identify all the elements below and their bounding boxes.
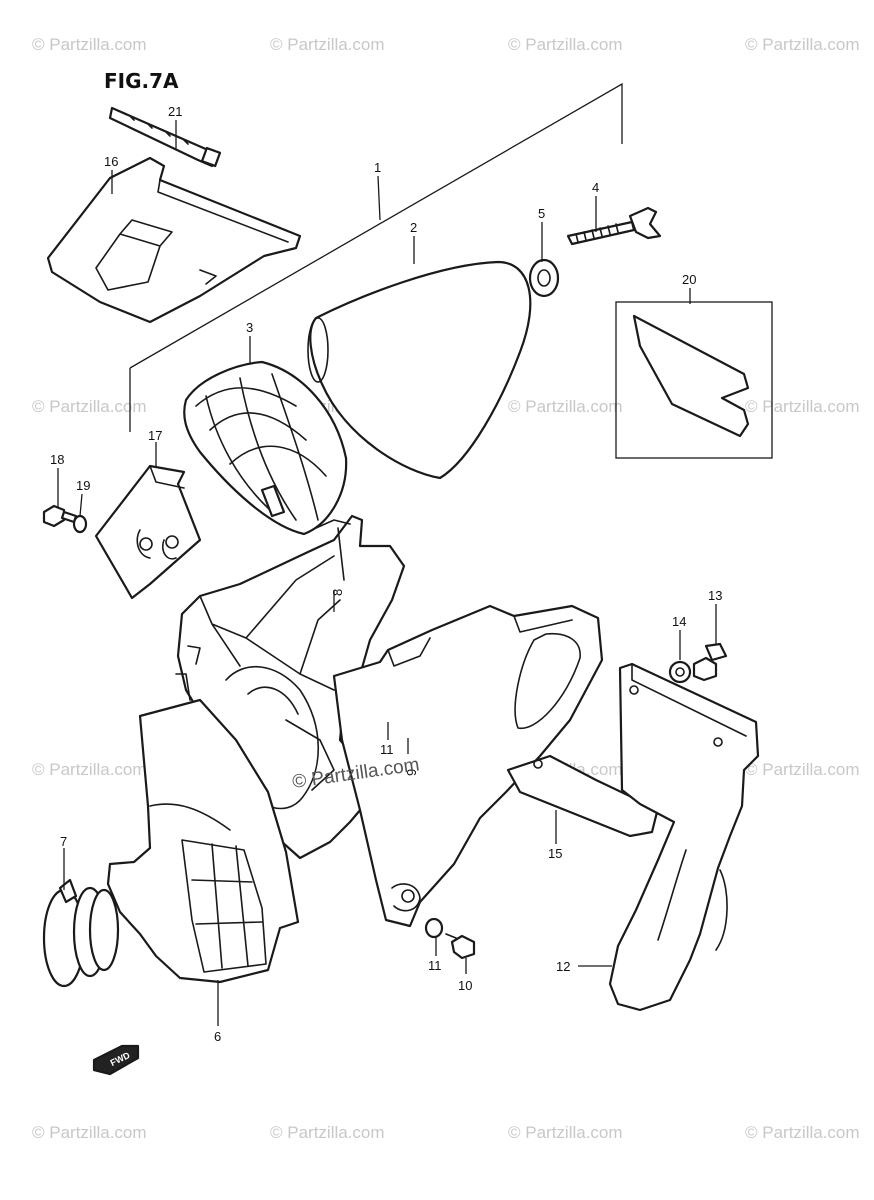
plate-part [46, 156, 302, 324]
callout-8: 8 [330, 589, 345, 596]
watermark: © Partzilla.com [32, 760, 147, 779]
callout-1: 1 [374, 160, 381, 175]
wing-bolt-part [566, 206, 662, 246]
watermark: © Partzilla.com [32, 35, 147, 54]
callout-11: 11 [380, 742, 394, 757]
hose-clamp-part [42, 878, 120, 988]
callout-10: 10 [458, 978, 472, 993]
figure-title: FIG.7A [104, 69, 179, 93]
callout-17: 17 [148, 428, 162, 443]
washer-part [528, 258, 560, 298]
gasket-part [615, 301, 773, 459]
watermark: © Partzilla.com [508, 397, 623, 416]
watermark: © Partzilla.com [270, 35, 385, 54]
watermarks: © Partzilla.com © Partzilla.com © Partzi… [32, 35, 860, 1142]
callout-12: 12 [556, 959, 570, 974]
callout-21: 21 [168, 104, 182, 119]
watermark: © Partzilla.com [745, 760, 860, 779]
callout-9: 9 [404, 769, 419, 776]
callout-6: 6 [214, 1029, 221, 1044]
leader-lines [57, 120, 717, 1026]
washer-14-part [668, 660, 692, 684]
intake-duct-part [106, 698, 300, 984]
watermark: © Partzilla.com [745, 397, 860, 416]
filter-element-part [307, 260, 532, 480]
filter-cage-part [183, 360, 348, 536]
collar-11-lower-part [424, 917, 444, 939]
cable-tie-part [108, 106, 222, 168]
bolt-10-part [445, 933, 476, 960]
watermark: © Partzilla.com [745, 35, 860, 54]
callout-13: 13 [708, 588, 722, 603]
bracket-part [94, 464, 202, 600]
duct-part [608, 662, 760, 1012]
callout-2: 2 [410, 220, 417, 235]
watermark: © Partzilla.com [32, 1123, 147, 1142]
watermark: © Partzilla.com [270, 1123, 385, 1142]
callout-19: 19 [76, 478, 90, 493]
callout-20: 20 [682, 272, 696, 287]
callout-labels: 1 2 3 4 5 6 7 8 9 10 11 11 12 13 14 15 1… [50, 104, 722, 1044]
bolt-18-part [42, 504, 78, 528]
forward-arrow-icon: FWD [92, 1044, 140, 1076]
callout-14: 14 [672, 614, 686, 629]
callout-3: 3 [246, 320, 253, 335]
callout-16: 16 [104, 154, 118, 169]
watermark: © Partzilla.com [32, 397, 147, 416]
bolt-13-part [692, 642, 728, 682]
assembly-bracket [129, 82, 623, 432]
callout-18: 18 [50, 452, 64, 467]
watermark: © Partzilla.com [508, 35, 623, 54]
callout-4: 4 [592, 180, 599, 195]
callout-5: 5 [538, 206, 545, 221]
washer-19-part [72, 514, 88, 534]
watermark: © Partzilla.com [745, 1123, 860, 1142]
callout-7: 7 [60, 834, 67, 849]
watermark: © Partzilla.com [508, 1123, 623, 1142]
callout-11-lower: 11 [428, 958, 442, 973]
cover-plate-part [332, 604, 660, 928]
callout-15: 15 [548, 846, 562, 861]
